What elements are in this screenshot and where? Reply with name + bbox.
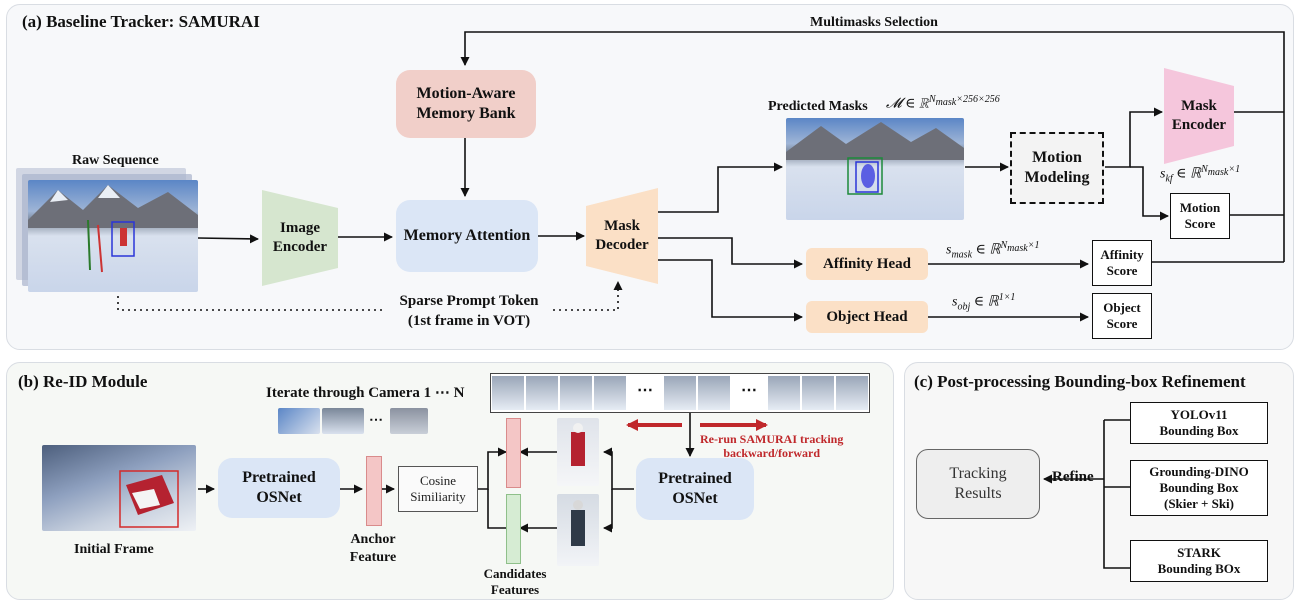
rerun-samurai-label: Re-run SAMURAI tracking backward/forward	[700, 432, 844, 460]
skier-scene-image	[28, 185, 198, 273]
tracking-frame-strip: ⋯ ⋯	[490, 373, 870, 413]
anchor-feature-label: Anchor Feature	[349, 532, 397, 566]
raw-sequence-frame	[28, 180, 198, 292]
candidate-image-1	[557, 418, 599, 486]
tracking-results: Tracking Results	[916, 449, 1040, 519]
math-predicted-masks: 𝓜 ∈ ℝNmask×256×256	[886, 94, 1000, 112]
initial-frame-label: Initial Frame	[74, 542, 154, 557]
affinity-score: Affinity Score	[1092, 240, 1152, 286]
candidate-feature-bar-2	[506, 494, 521, 564]
strip-frame	[836, 376, 868, 410]
mask-encoder-label: Mask Encoder	[1171, 98, 1227, 133]
mask-decoder-label: Mask Decoder	[595, 218, 649, 253]
strip-frame	[768, 376, 800, 410]
strip-frame	[802, 376, 834, 410]
strip-frame	[698, 376, 730, 410]
camera-thumb-n	[390, 408, 428, 434]
grounding-dino-bounding-box: Grounding-DINO Bounding Box (Skier + Ski…	[1130, 460, 1268, 516]
image-encoder-label: Image Encoder	[272, 220, 328, 255]
pretrained-osnet-right: Pretrained OSNet	[636, 458, 754, 520]
mask-decoder-trapezoid	[586, 188, 658, 284]
math-motion-score: skf ∈ ℝNmask×1	[1160, 164, 1241, 185]
motion-modeling: Motion Modeling	[1010, 132, 1104, 204]
motion-score: Motion Score	[1170, 193, 1230, 239]
predicted-masks-image	[786, 118, 964, 220]
camera-thumb-2	[322, 408, 364, 434]
camera-thumb-1	[278, 408, 320, 434]
math-object-score: sobj ∈ ℝ1×1	[952, 292, 1016, 313]
image-encoder-trapezoid	[262, 190, 338, 286]
candidates-features-label: Candidates Features	[483, 566, 547, 598]
strip-frame	[492, 376, 524, 410]
affinity-head: Affinity Head	[806, 248, 928, 280]
raw-sequence-label: Raw Sequence	[72, 153, 159, 168]
pretrained-osnet-left: Pretrained OSNet	[218, 458, 340, 518]
mask-encoder-trapezoid	[1164, 68, 1234, 164]
panel-c-title: (c) Post-processing Bounding-box Refinem…	[914, 372, 1246, 391]
predicted-masks-label: Predicted Masks	[768, 99, 868, 114]
panel-a-title: (a) Baseline Tracker: SAMURAI	[22, 12, 260, 31]
motion-aware-memory-bank: Motion-Aware Memory Bank	[396, 70, 536, 138]
iterate-cameras-label: Iterate through Camera 1 ⋯ N	[266, 385, 465, 401]
object-head: Object Head	[806, 301, 928, 333]
panel-b-title: (b) Re-ID Module	[18, 372, 148, 391]
sparse-prompt-token-label: Sparse Prompt Token (1st frame in VOT)	[399, 293, 539, 329]
strip-frame	[594, 376, 626, 410]
candidate-image-2	[557, 494, 599, 566]
refine-label: Refine	[1052, 469, 1094, 485]
strip-ellipsis-2: ⋯	[741, 382, 757, 399]
candidate-feature-bar-1	[506, 418, 521, 488]
anchor-feature-bar	[366, 456, 382, 526]
initial-frame-image	[42, 445, 196, 531]
stark-bounding-box: STARK Bounding BOx	[1130, 540, 1268, 582]
cosine-similarity: Cosine Similiarity	[398, 466, 478, 512]
object-score: Object Score	[1092, 293, 1152, 339]
memory-attention: Memory Attention	[396, 200, 538, 272]
yolo-bounding-box: YOLOv11 Bounding Box	[1130, 402, 1268, 444]
strip-frame	[664, 376, 696, 410]
multimasks-selection-label: Multimasks Selection	[810, 15, 938, 30]
camera-ellipsis: ⋯	[369, 413, 383, 428]
strip-frame	[526, 376, 558, 410]
strip-frame	[560, 376, 592, 410]
math-affinity-score: smask ∈ ℝNmask×1	[946, 240, 1040, 261]
strip-ellipsis-1: ⋯	[637, 382, 653, 399]
